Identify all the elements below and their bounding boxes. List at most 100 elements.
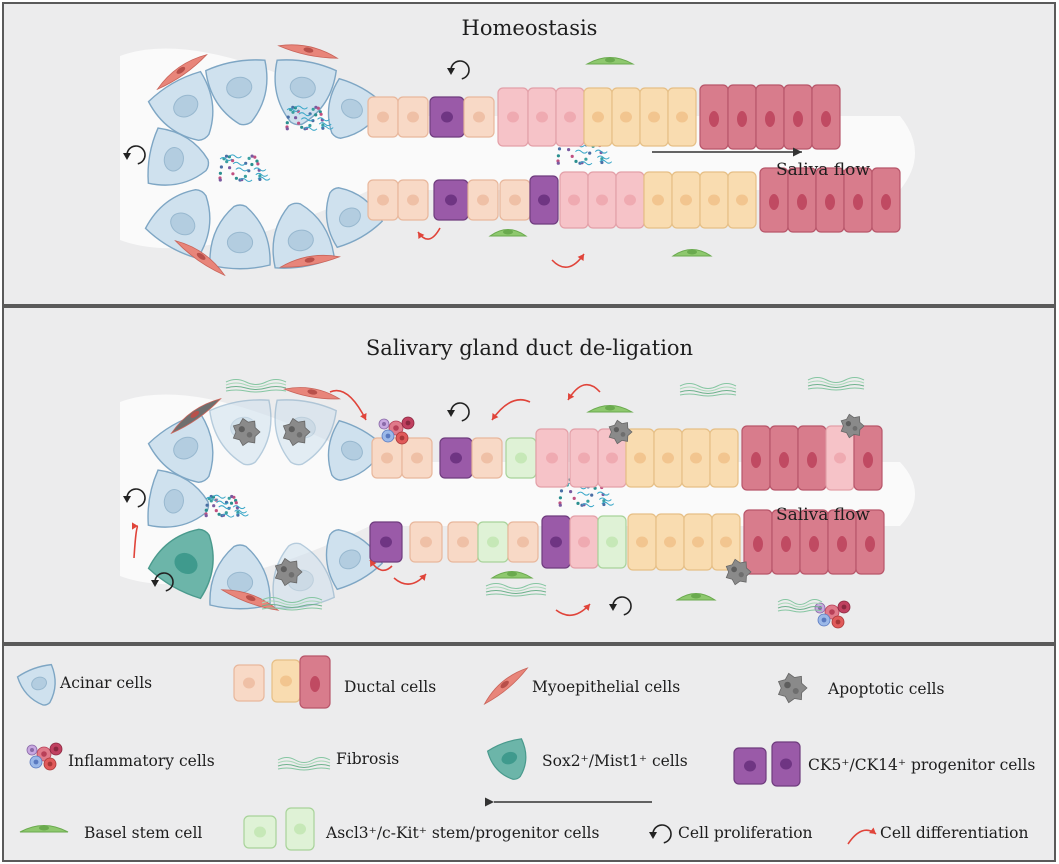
ductal-cell	[797, 425, 827, 491]
basel-nucleus	[687, 249, 697, 255]
apoptotic-body	[725, 558, 752, 586]
ductal-cell	[699, 84, 729, 150]
acinar-nucleus	[226, 571, 254, 594]
sox2-mist1-cell	[147, 528, 214, 600]
apoptotic-fragment	[792, 688, 799, 694]
legend-icon-acinar	[16, 663, 56, 706]
ductal-nucleus	[420, 536, 432, 548]
legend-label-inflammatory: Inflammatory cells	[68, 752, 215, 770]
ductal-nucleus	[536, 111, 548, 123]
basel-stem-cell	[488, 229, 528, 237]
secretion-dot	[318, 110, 322, 114]
legend-icons	[16, 655, 808, 851]
ductal-cell	[397, 179, 429, 221]
ductal-cell	[759, 167, 789, 233]
acinar-secretion	[204, 494, 249, 518]
acinar-nucleus	[31, 676, 47, 691]
ductal-nucleus	[377, 194, 389, 206]
ductal-nucleus	[652, 194, 664, 206]
legend-label-sox2: Sox2⁺/Mist1⁺ cells	[542, 752, 688, 770]
inflammatory-nucleus	[30, 748, 34, 752]
secretion-squiggle	[598, 497, 612, 502]
secretion-dot	[297, 121, 301, 125]
secretion-dot	[557, 147, 562, 151]
secretion-squiggle	[320, 125, 334, 130]
acinar-nucleus	[339, 549, 361, 570]
differentiation-arrowhead	[370, 560, 377, 567]
legend-label-proliferation: Cell proliferation	[678, 824, 813, 842]
ductal-cell	[783, 84, 813, 150]
secretion-squiggle	[213, 494, 226, 499]
secretion-dot	[602, 499, 606, 503]
myoepithelial-cell	[279, 254, 342, 268]
secretion-dot	[224, 511, 228, 515]
ductal-nucleus	[863, 452, 873, 468]
ductal-cell	[681, 428, 711, 488]
secretion-squiggle	[216, 500, 229, 505]
ductal-nucleus	[853, 194, 863, 210]
secretion-dot	[230, 494, 234, 499]
myo-nucleus	[500, 680, 509, 689]
secretion-squiggle	[317, 117, 330, 122]
ductal-nucleus	[578, 452, 590, 464]
apoptotic-body	[777, 672, 808, 704]
ductal-nucleus	[450, 452, 462, 464]
cell-differentiation-icon	[393, 573, 427, 585]
fibrosis-fiber	[679, 386, 737, 392]
proliferation-arc	[126, 488, 146, 508]
ductal-nucleus	[507, 111, 519, 123]
secretion-dot	[243, 174, 247, 178]
legend-label-basel: Basel stem cell	[84, 824, 203, 842]
inflammatory-nucleus	[385, 433, 391, 439]
secretion-squiggle	[599, 159, 613, 164]
secretion-squiggle	[575, 149, 588, 154]
apoptotic-fragment	[620, 432, 626, 437]
proliferation-arc	[612, 596, 632, 616]
ductal-nucleus	[380, 536, 392, 548]
secretion-dot	[219, 165, 223, 169]
proliferation-arrowhead	[447, 68, 455, 75]
ductal-nucleus	[407, 194, 419, 206]
ductal-cell	[367, 179, 399, 221]
ductal-nucleus	[473, 111, 485, 123]
legend-label-ductal: Ductal cells	[344, 678, 437, 696]
inflammatory-cells	[378, 416, 415, 445]
ductal-cell	[507, 521, 539, 563]
legend-icon-apoptotic	[777, 672, 808, 704]
ductal-nucleus	[736, 194, 748, 206]
proliferation-arrowhead	[151, 580, 159, 587]
secretion-squiggle	[219, 157, 233, 162]
cell-differentiation-icon	[555, 603, 591, 617]
cell-proliferation-icon	[123, 145, 146, 165]
ductal-cell	[811, 84, 841, 150]
ductal-nucleus	[708, 194, 720, 206]
ductal-cell	[699, 171, 729, 229]
ductal-nucleus	[487, 536, 499, 548]
ductal-cell	[727, 84, 757, 150]
ductal-nucleus	[310, 676, 320, 692]
fibrosis	[225, 379, 287, 393]
apoptotic-body	[232, 417, 261, 447]
secretion-dot	[218, 178, 222, 182]
secretion-squiggle	[596, 491, 610, 496]
fibrosis-fiber	[679, 383, 737, 389]
secretion-dot	[321, 126, 325, 130]
ductal-nucleus	[720, 536, 732, 548]
acinar-cell	[147, 127, 210, 186]
myo-nucleus	[304, 257, 315, 263]
ductal-nucleus	[865, 536, 875, 552]
secretion-dot	[234, 501, 238, 505]
ductal-nucleus	[692, 536, 704, 548]
legend-label-myoepithelial: Myoepithelial cells	[532, 678, 681, 696]
ductal-nucleus	[680, 194, 692, 206]
fibrosis-fiber	[807, 380, 865, 386]
secretion-dot	[258, 177, 262, 181]
differentiation-arrowhead	[577, 254, 584, 261]
secretion-dot	[558, 496, 563, 500]
fibrosis-fiber	[777, 606, 823, 610]
legend-icon-ck5	[771, 741, 801, 787]
secretion-squiggle	[235, 167, 249, 172]
secretion-dot	[247, 156, 251, 160]
acinar-cell	[205, 59, 268, 126]
ductal-cell	[367, 96, 399, 138]
